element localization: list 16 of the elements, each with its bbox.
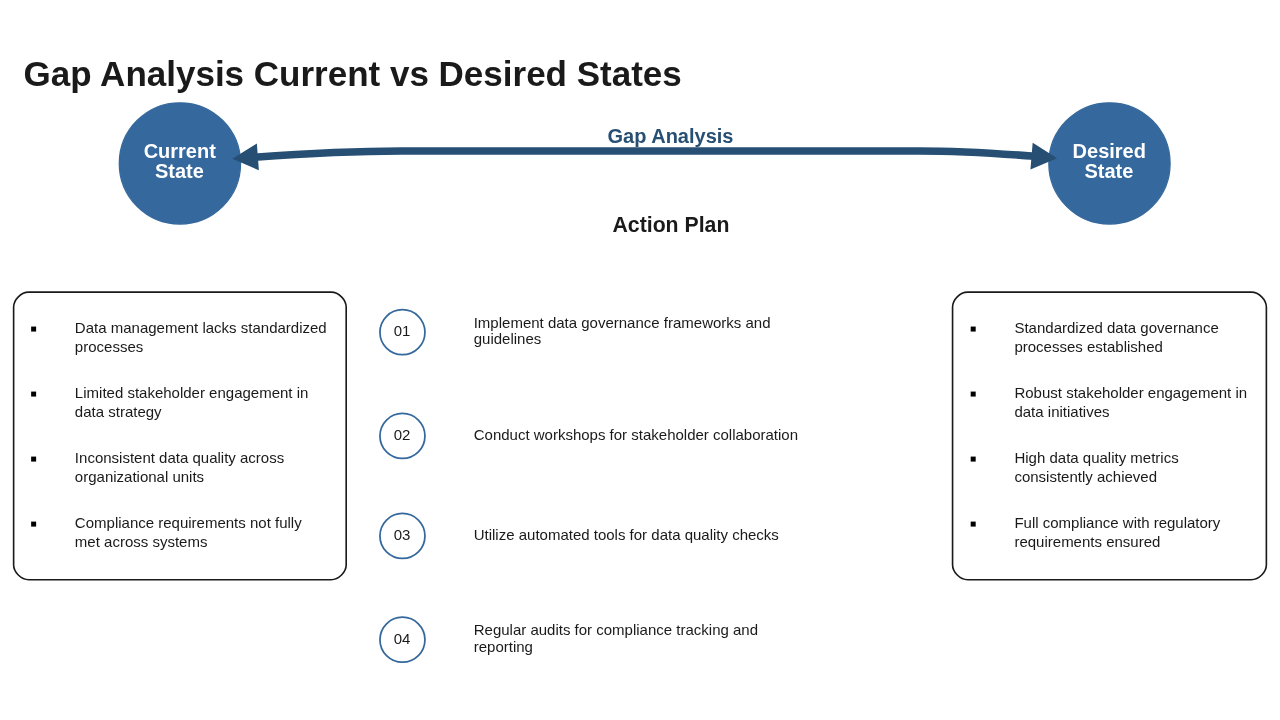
arrow (232, 142, 1058, 171)
label: Action Plan (612, 213, 730, 238)
node-label: Implement data governance frameworks and guidelines (473, 313, 771, 348)
node-circle: Current State (118, 102, 242, 225)
node-circle: 03 (379, 512, 426, 560)
edge-label: Gap Analysis (607, 125, 734, 148)
node-label: Regular audits for compliance tracking and reporting (473, 621, 759, 655)
node-circle: 01 (379, 308, 426, 356)
node-circle: 04 (379, 616, 426, 664)
node-label: Utilize automated tools for data quality checks (473, 526, 779, 544)
diagram-title: Gap Analysis Current vs Desired States (23, 53, 682, 93)
node-box: Data management lacks standardized processes Limited stakeholder engagement in data strategy Inconsistent data quality across organizational units Compliance requirements not fully met across systems (12, 291, 347, 581)
node-box: Standardized data governance processes established Robust stakeholder engagement in data initiatives High data quality metrics consistently achieved Full compliance with regulatory requirements ensured (951, 291, 1268, 581)
node-circle: Desired State (1048, 102, 1171, 225)
node-circle: 02 (379, 412, 426, 460)
node-label: Conduct workshops for stakeholder collaboration (473, 426, 799, 444)
